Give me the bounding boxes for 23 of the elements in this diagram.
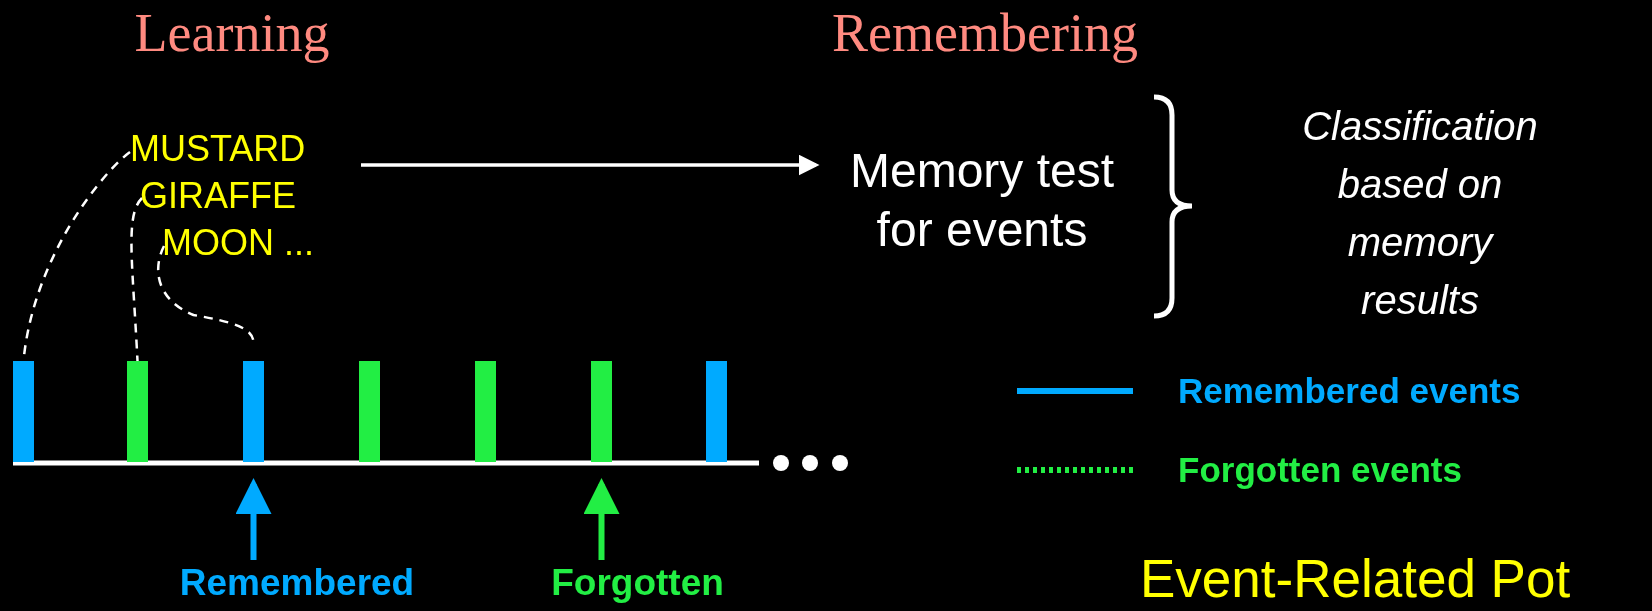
event-bar [359,361,380,462]
legend-text: Forgotten events [1178,449,1462,491]
condition-label: Remembered [137,560,457,606]
condition-label: Forgotten [500,560,775,606]
arrow [361,154,820,176]
event-bar [706,361,727,462]
event-bar [591,361,612,462]
section-heading: Learning [133,2,331,64]
arrow [583,478,620,560]
event-bar [127,361,148,462]
memory-test-text: Memory test for events [822,141,1142,259]
classification-note: Classification based on memory results [1301,103,1539,324]
leader-line [130,197,143,362]
event-bar [243,361,264,462]
stimulus-word: MUSTARD [130,128,336,170]
section-heading: Remembering [831,2,1139,64]
legend-text: Remembered events [1178,370,1521,412]
arrow [235,478,272,560]
stimulus-word: GIRAFFE [140,175,320,217]
event-bar [475,361,496,462]
stimulus-word: MOON ... [162,222,342,264]
erp-heading: Event-Related Pot [1140,548,1572,609]
event-bar [13,361,34,462]
